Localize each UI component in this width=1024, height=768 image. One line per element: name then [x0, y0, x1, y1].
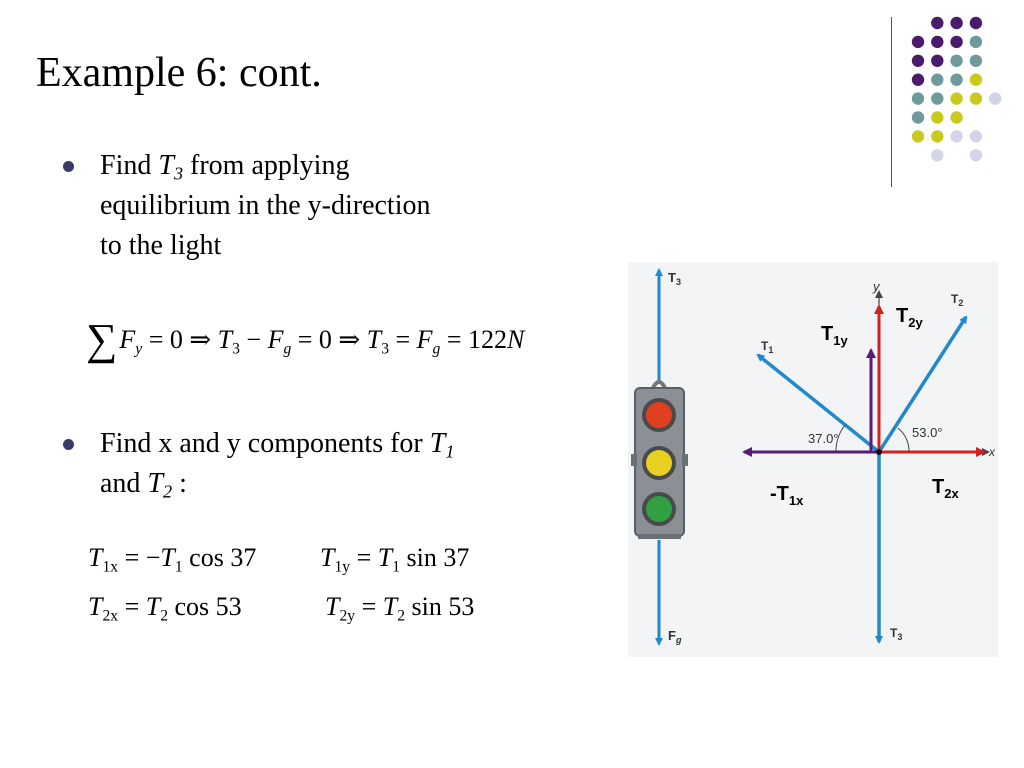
origin-point	[876, 449, 882, 455]
label-angle-37: 37.0°	[808, 431, 839, 446]
decorative-dot	[969, 130, 983, 143]
decorative-dot	[911, 35, 925, 49]
decorative-dot	[911, 54, 925, 67]
force-diagram-figure: T3 Fg x y	[628, 262, 998, 657]
equation-t1x: T1x = −T1 cos 37	[88, 543, 257, 576]
bullet-line: to the light	[100, 230, 222, 261]
bullet-dot	[63, 439, 74, 450]
decorative-dot	[969, 16, 983, 30]
t2-vector	[877, 315, 968, 453]
force-diagram: T3 Fg x y	[631, 268, 996, 646]
decorative-dot	[911, 73, 925, 86]
bullet-line: equilibrium in the y-direction	[100, 190, 431, 221]
label-neg-t1x: -T1x	[770, 483, 804, 508]
label-axis-x: x	[988, 445, 996, 459]
traffic-light-icon	[631, 380, 688, 539]
angle-arc-37	[835, 424, 846, 453]
label-t1y: T1y	[821, 323, 848, 348]
label-t3-right: T3	[890, 626, 902, 642]
label-t2x: T2x	[932, 476, 959, 501]
label-t2y: T2y	[896, 305, 923, 330]
label-angle-53: 53.0°	[912, 425, 943, 440]
decorative-dot	[950, 35, 963, 49]
decorative-dot	[950, 54, 963, 67]
label-axis-y: y	[872, 279, 881, 294]
decorative-dot	[931, 92, 944, 105]
decorative-dot	[931, 111, 944, 124]
decorative-dot	[931, 35, 944, 49]
bullet-line: and T2 :	[100, 468, 187, 502]
label-t1: T1	[761, 339, 773, 355]
decorative-dot	[950, 130, 963, 143]
t1-vector	[756, 353, 881, 454]
decorative-divider	[891, 17, 892, 187]
decorative-dot	[950, 92, 963, 105]
decorative-dot	[969, 149, 983, 162]
label-t2: T2	[951, 292, 963, 308]
angle-arc-53	[897, 427, 910, 453]
equation-t2x: T2x = T2 cos 53	[88, 592, 242, 625]
bullet-line: Find T3 from applying	[100, 150, 350, 184]
decorative-dot	[911, 130, 925, 143]
equilibrium-equation: ∑Fy = 0 ⇒ T3 − Fg = 0 ⇒ T3 = Fg = 122N	[86, 315, 525, 364]
decorative-dot	[931, 16, 944, 30]
label-fg: Fg	[668, 628, 682, 645]
slide-title: Example 6: cont.	[36, 50, 322, 96]
decorative-dot	[989, 92, 1002, 105]
decorative-dot	[969, 92, 983, 105]
decorative-dot	[969, 54, 983, 67]
decorative-dot	[911, 92, 925, 105]
decorative-dot	[969, 73, 983, 86]
equation-t2y: T2y = T2 sin 53	[325, 592, 475, 625]
decorative-dot	[911, 111, 925, 124]
decorative-dot	[969, 35, 983, 49]
equation-t1y: T1y = T1 sin 37	[320, 543, 470, 576]
decorative-dot	[950, 111, 963, 124]
bullet-line: Find x and y components for T1	[100, 428, 455, 462]
decorative-dot	[950, 73, 963, 86]
decorative-dot	[931, 130, 944, 143]
decorative-dot	[931, 54, 944, 67]
decorative-dot	[931, 149, 944, 162]
bullet-dot	[63, 161, 74, 172]
decorative-dot	[931, 73, 944, 86]
label-t3-left: T3	[668, 270, 681, 287]
decorative-dot	[950, 16, 963, 30]
